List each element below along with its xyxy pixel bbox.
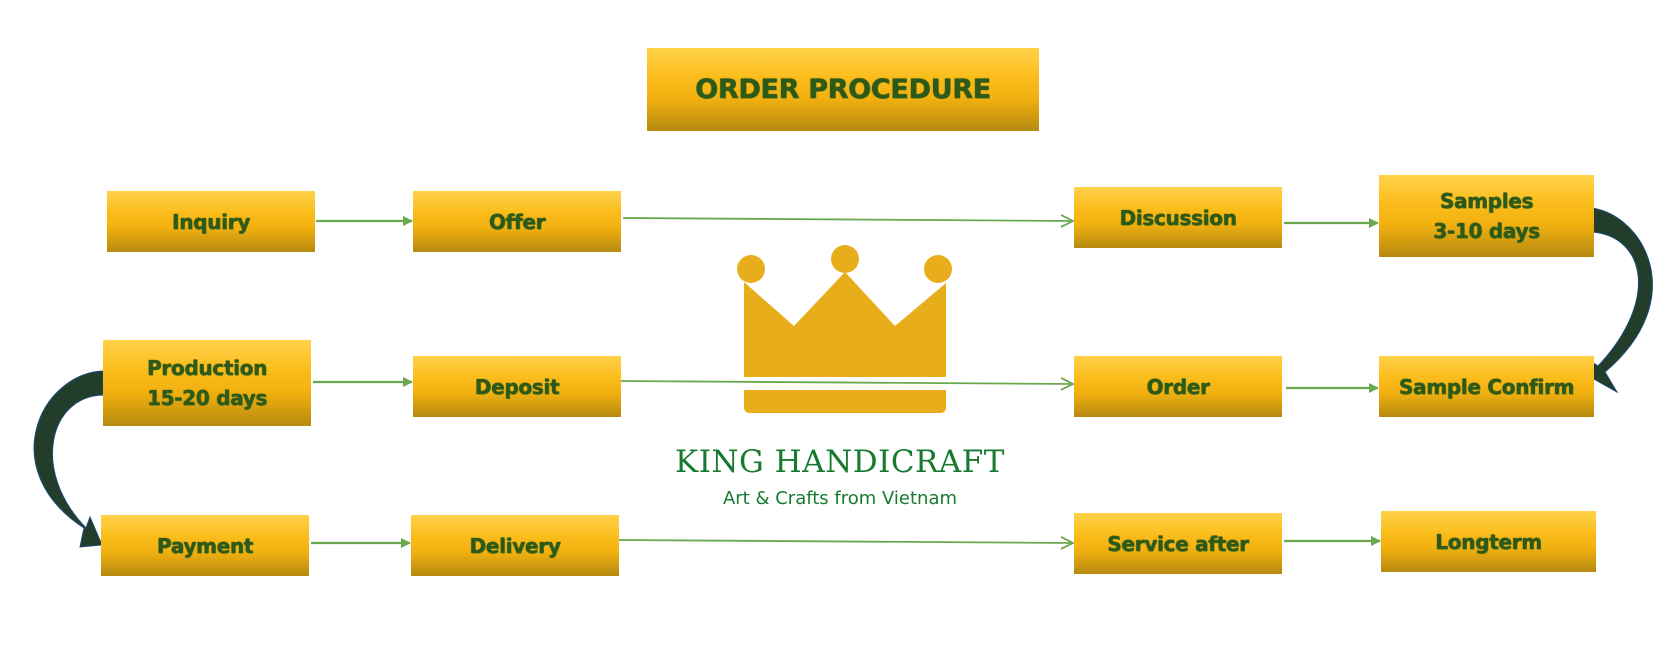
step-inquiry: Inquiry bbox=[107, 191, 315, 252]
step-discussion: Discussion bbox=[1074, 187, 1282, 248]
arrow-deposit-order bbox=[619, 381, 1073, 384]
step-production: Production 15-20 days bbox=[103, 340, 311, 426]
step-longterm: Longterm bbox=[1381, 511, 1596, 572]
brand-name: KING HANDICRAFT bbox=[675, 444, 1005, 480]
curved-arrow-production-to-payment bbox=[33, 370, 104, 548]
arrow-delivery-service bbox=[618, 540, 1073, 543]
step-deposit: Deposit bbox=[413, 356, 621, 417]
step-offer: Offer bbox=[413, 191, 621, 252]
brand-tagline: Art & Crafts from Vietnam bbox=[722, 488, 958, 509]
page-title: ORDER PROCEDURE bbox=[647, 48, 1039, 131]
arrow-offer-discussion bbox=[622, 218, 1073, 221]
step-payment: Payment bbox=[101, 515, 309, 576]
step-samples: Samples 3-10 days bbox=[1379, 175, 1594, 257]
step-sample-confirm: Sample Confirm bbox=[1379, 356, 1594, 417]
step-service-after: Service after bbox=[1074, 513, 1282, 574]
step-order: Order bbox=[1074, 356, 1282, 417]
step-delivery: Delivery bbox=[411, 515, 619, 576]
